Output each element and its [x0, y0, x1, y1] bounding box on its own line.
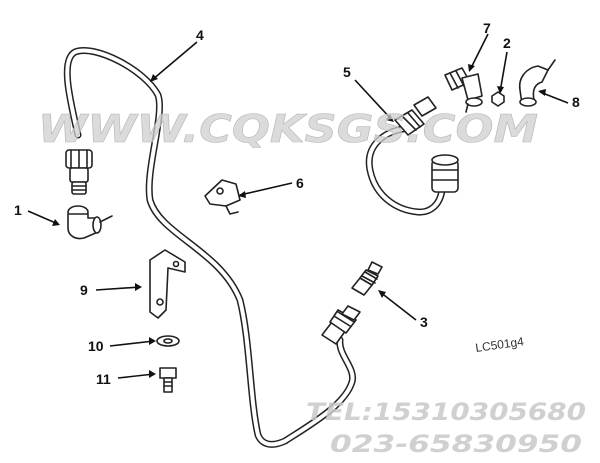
p-clamp-6	[204, 179, 241, 215]
part-label-5: 5	[343, 64, 351, 80]
watermark-phone: 023-65830950	[330, 430, 582, 458]
part-label-3: 3	[420, 314, 428, 330]
oil-supply-tube	[63, 47, 357, 448]
part-label-7: 7	[483, 20, 491, 36]
drawing-code: LC501g4	[474, 334, 525, 355]
leader-arrowheads	[52, 64, 546, 378]
connector-7	[444, 67, 483, 113]
bracket-9	[149, 249, 186, 319]
part-label-10: 10	[88, 338, 104, 354]
part-label-8: 8	[572, 94, 580, 110]
part-label-2: 2	[503, 35, 511, 51]
tube-nut-fitting-lower	[321, 305, 361, 345]
leader-lines	[27, 33, 569, 379]
elbow-fitting-8	[518, 59, 556, 107]
tube-assembly-5	[365, 96, 459, 216]
adapter-fitting-3	[351, 261, 383, 296]
bolt-11	[159, 367, 177, 393]
tube-nut-fitting-upper	[65, 149, 93, 195]
part-label-1: 1	[14, 202, 22, 218]
part-label-4: 4	[196, 27, 204, 43]
elbow-fitting-1	[67, 205, 113, 240]
part-label-6: 6	[296, 175, 304, 191]
watermark-tel: TEL:15310305680	[306, 398, 586, 426]
watermark-site: WWW.CQKSGS.COM	[38, 107, 538, 151]
washer-10	[156, 335, 180, 347]
nut-2	[491, 91, 505, 107]
part-label-11: 11	[96, 371, 111, 387]
part-labels: 1 2 3 4 5 6 7 8 9 10 11	[14, 20, 580, 387]
part-label-9: 9	[80, 282, 88, 298]
